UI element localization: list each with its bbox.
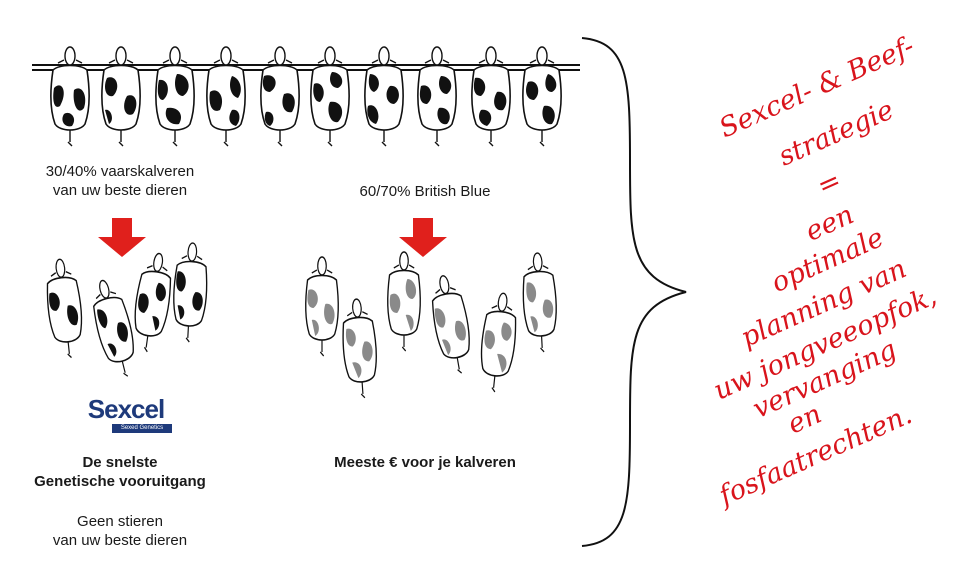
cow-icon [85, 275, 143, 382]
left-note-line2: van uw beste dieren [52, 532, 188, 549]
heifer-label-line2: van uw beste dieren [52, 182, 188, 199]
cow-row-top [50, 46, 562, 147]
cow-icon [387, 251, 421, 352]
middle-caption: Meeste € voor je kalveren [334, 454, 516, 471]
left-caption: De snelste Genetische vooruitgang [10, 453, 230, 491]
cow-icon [128, 250, 177, 355]
cow-icon [155, 46, 195, 147]
cow-icon [520, 251, 560, 354]
left-note: Geen stieren van uw beste dieren [20, 512, 220, 550]
heifer-label-line1: 30/40% vaarskalveren [45, 163, 195, 180]
left-caption-line2: Genetische vooruitgang [34, 473, 206, 490]
cow-icon [50, 46, 90, 147]
cow-icon [170, 241, 210, 344]
sexcel-logo: Sexcel Sexed Genetics [80, 395, 172, 433]
logo-word: Sexcel [87, 394, 165, 424]
left-caption-line1: De snelste [82, 454, 158, 471]
heifer-calves-group [42, 241, 210, 382]
heifer-label: 30/40% vaarskalveren van uw beste dieren [20, 162, 220, 200]
cow-icon [310, 46, 350, 147]
cow-icon [364, 46, 404, 147]
cow-icon [426, 272, 477, 377]
cow-icon [417, 46, 457, 147]
cow-icon [305, 256, 339, 357]
cow-icon [42, 256, 87, 361]
left-note-line1: Geen stieren [77, 513, 163, 530]
cow-icon [522, 46, 562, 147]
cow-icon [471, 46, 511, 147]
brace-icon [581, 37, 687, 547]
cow-icon [260, 46, 300, 147]
logo-tagline: Sexed Genetics [112, 424, 172, 433]
cow-icon [476, 290, 521, 395]
cow-icon [101, 46, 141, 147]
british-blue-label: 60/70% British Blue [359, 183, 491, 200]
down-arrow-icon [98, 218, 146, 257]
british-blue-calves-group [305, 251, 560, 400]
cow-icon [206, 46, 246, 147]
down-arrow-icon [399, 218, 447, 257]
cow-icon [339, 297, 381, 400]
